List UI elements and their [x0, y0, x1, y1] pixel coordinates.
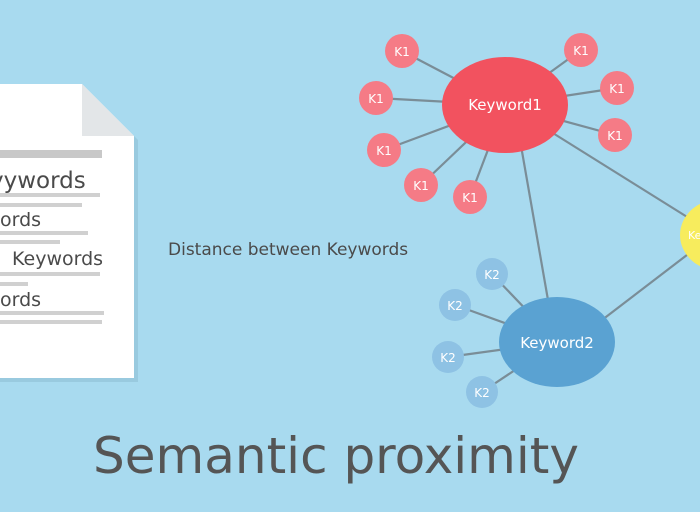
document-text-line: [0, 311, 104, 315]
k2-node: [432, 341, 464, 373]
document-word-2: ords: [0, 209, 41, 231]
page-title: Semantic proximity: [93, 427, 579, 485]
k1-label: K1: [607, 129, 623, 143]
document-text-line: [0, 231, 88, 235]
k1-label: K1: [394, 45, 410, 59]
document-illustration: yywords ords Keywords ords: [0, 84, 138, 382]
document-word-1: yywords: [0, 168, 86, 194]
k2-node: [466, 376, 498, 408]
keyword2-node: [499, 297, 615, 387]
document-word-3: Keywords: [12, 248, 103, 270]
keyword1-node: [442, 57, 568, 153]
k1-label: K1: [368, 92, 384, 106]
edge-keyword2-keyword3: [601, 244, 700, 321]
document-text-line: [0, 150, 102, 158]
document-text-line: [0, 240, 60, 244]
keyword2-cluster: Keyword2 K2 K2 K2 K2: [432, 258, 615, 408]
keyword3-label: Ke: [688, 229, 700, 242]
keyword1-label: Keyword1: [468, 96, 542, 114]
k1-label: K1: [462, 191, 478, 205]
k2-label: K2: [447, 299, 463, 313]
document-text-line: [0, 272, 100, 276]
keyword3-node: [680, 203, 700, 267]
document-text-line: [0, 203, 82, 207]
k2-node: [439, 289, 471, 321]
k2-label: K2: [440, 351, 456, 365]
distance-label: Distance between Keywords: [168, 240, 408, 260]
k1-label: K1: [573, 44, 589, 58]
k2-label: K2: [474, 386, 490, 400]
document-word-4: ords: [0, 289, 41, 311]
k1-node: [359, 81, 393, 115]
k2-node: [476, 258, 508, 290]
document-text-line: [0, 320, 102, 324]
k1-node: [367, 133, 401, 167]
k2-label: K2: [484, 268, 500, 282]
k1-node: [600, 71, 634, 105]
k1-label: K1: [609, 82, 625, 96]
k1-node: [453, 180, 487, 214]
k1-label: K1: [413, 179, 429, 193]
k1-node: [404, 168, 438, 202]
k1-label: K1: [376, 144, 392, 158]
k1-node: [385, 34, 419, 68]
document-fold: [82, 84, 134, 136]
keyword2-label: Keyword2: [520, 334, 594, 352]
keyword3-cluster: Ke: [680, 203, 700, 267]
keyword1-cluster: Keyword1 K1 K1 K1 K1 K1 K1 K1 K1: [359, 33, 634, 214]
document-text-line: [0, 282, 28, 286]
edge-keyword1-keyword3: [547, 129, 700, 226]
document-text-line: [0, 193, 100, 197]
k1-node: [564, 33, 598, 67]
edge-keyword1-keyword2: [518, 139, 550, 301]
k1-node: [598, 118, 632, 152]
